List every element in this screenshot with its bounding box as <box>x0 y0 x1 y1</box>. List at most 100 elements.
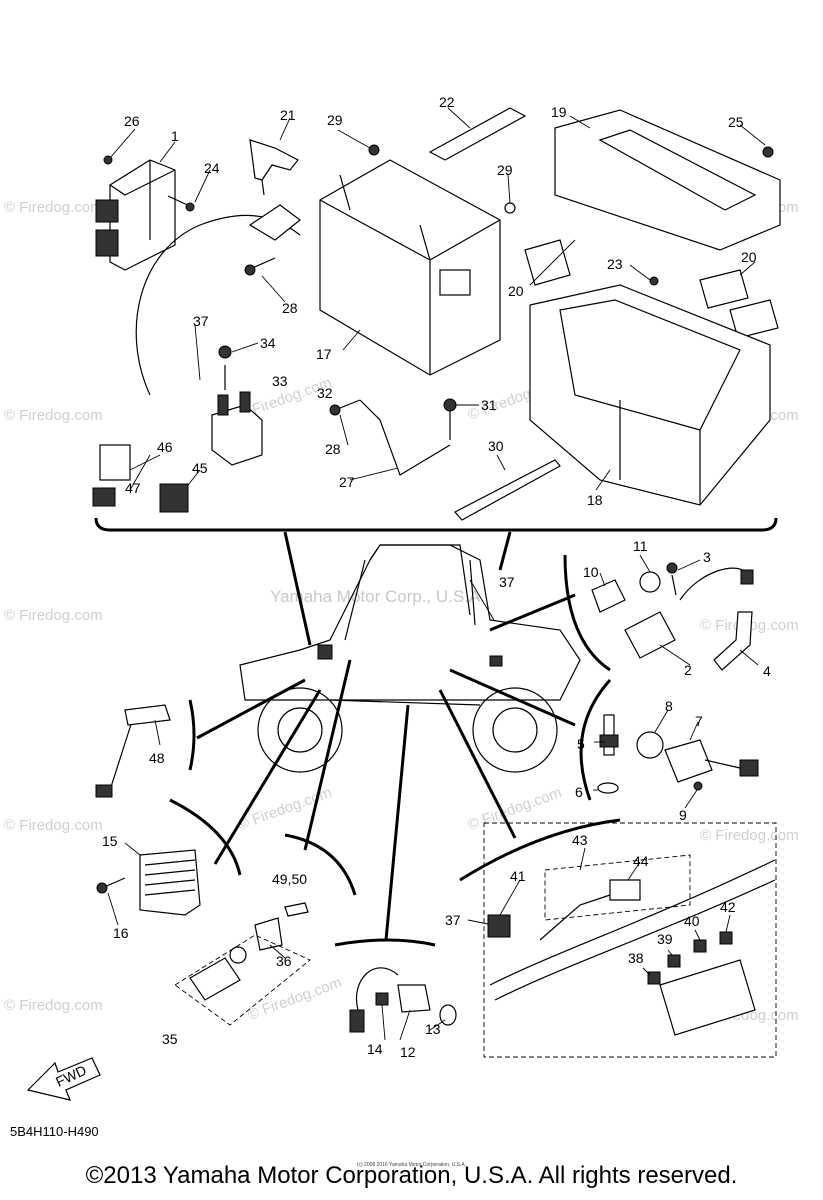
watermark: © Firedog.com <box>4 407 103 424</box>
callout-41: 41 <box>510 868 526 884</box>
speed-sensor-lead <box>355 967 399 1011</box>
callout-47: 47 <box>125 480 141 496</box>
callout-labels: 1 2 3 4 5 6 7 8 9 10 11 12 13 14 15 16 1… <box>102 94 771 1060</box>
plug-cap <box>713 611 753 671</box>
spark-plug <box>599 714 619 756</box>
callout-4: 4 <box>763 663 771 679</box>
callout-8: 8 <box>665 698 673 714</box>
callout-42: 42 <box>720 899 736 915</box>
cable-tie <box>454 459 561 521</box>
connector-44 <box>609 879 641 901</box>
cable-27 <box>359 399 451 476</box>
fuse-42 <box>719 931 733 945</box>
callout-19: 19 <box>551 104 567 120</box>
callout-28a: 28 <box>282 300 298 316</box>
upper-section-bracket <box>94 517 778 532</box>
callout-2: 2 <box>684 662 692 678</box>
fwd-arrow: FWD <box>26 1057 101 1101</box>
harness-detail-box <box>483 822 777 1058</box>
watermark: © Firedog.com <box>4 817 103 834</box>
clamp-21 <box>249 139 299 181</box>
copyright-notice: ©2013 Yamaha Motor Corporation, U.S.A. A… <box>85 1162 738 1189</box>
leader-top <box>498 531 512 571</box>
sensor-48-plug <box>95 784 113 798</box>
nut-29 <box>368 144 380 156</box>
bracket-speed <box>334 938 436 947</box>
callout-37a: 37 <box>193 313 209 329</box>
callout-13: 13 <box>425 1021 441 1037</box>
callout-5: 5 <box>577 736 585 752</box>
tiny-credit: (c) 2008 2016 Yamaha Motor Corporation, … <box>356 1162 467 1168</box>
clamp-pin <box>261 179 265 196</box>
leader-48 <box>196 678 306 740</box>
callout-29b: 29 <box>497 162 513 178</box>
callout-32: 32 <box>317 385 333 401</box>
fuse-38 <box>647 971 661 985</box>
callout-46: 46 <box>157 439 173 455</box>
callout-27: 27 <box>339 474 355 490</box>
callout-25: 25 <box>728 114 744 130</box>
sensor-48 <box>124 704 171 726</box>
bracket-ignition <box>563 554 611 672</box>
leader-10 <box>489 593 576 632</box>
battery <box>319 159 501 376</box>
pad-20 <box>699 269 749 309</box>
center-watermark: Yamaha Motor Corp., U.S.A. <box>270 587 485 606</box>
callout-15: 15 <box>102 833 118 849</box>
leader-5 <box>449 668 576 727</box>
relay-46 <box>99 444 131 481</box>
battery-box <box>529 284 771 506</box>
callout-48: 48 <box>149 750 165 766</box>
callout-33: 33 <box>272 373 288 389</box>
leader-12 <box>384 704 410 941</box>
fuse-box <box>659 959 756 1036</box>
relay-45 <box>159 483 189 513</box>
callout-20b: 20 <box>741 249 757 265</box>
callout-18: 18 <box>587 492 603 508</box>
bolt-head <box>218 345 232 359</box>
callout-39: 39 <box>657 931 673 947</box>
bracket-plug <box>579 678 612 801</box>
pad-20 <box>729 299 779 339</box>
rectifier-regulator <box>139 849 201 916</box>
harness-37 <box>494 879 776 1001</box>
callout-12: 12 <box>400 1044 416 1060</box>
ignition-coil <box>624 611 676 659</box>
bolt-head <box>96 882 108 894</box>
watermark: © Firedog.com <box>4 997 103 1014</box>
callout-17: 17 <box>316 346 332 362</box>
callout-29a: 29 <box>327 112 343 128</box>
callout-24: 24 <box>204 160 220 176</box>
callout-16: 16 <box>113 925 129 941</box>
harness-group-43 <box>544 854 691 921</box>
relay-47 <box>92 487 116 507</box>
connector <box>248 204 301 241</box>
bolt-23 <box>649 276 659 286</box>
leader-37 <box>438 689 517 839</box>
washer-6 <box>597 782 619 794</box>
relay-41 <box>487 914 511 938</box>
bracket-sensor <box>188 699 196 771</box>
callout-35: 35 <box>162 1031 178 1047</box>
callout-44: 44 <box>633 853 649 869</box>
callout-23: 23 <box>607 256 623 272</box>
sensor-7 <box>664 739 713 783</box>
callout-6: 6 <box>575 784 583 800</box>
callout-34: 34 <box>260 335 276 351</box>
callout-leaders <box>107 107 766 1041</box>
switch-bezel <box>254 917 283 951</box>
callout-37c: 37 <box>445 912 461 928</box>
callout-22: 22 <box>439 94 455 110</box>
bolt-3 <box>671 574 677 596</box>
screw-25 <box>762 146 774 158</box>
watermark: © Firedog.com <box>466 784 564 834</box>
callout-45: 45 <box>192 460 208 476</box>
speed-sensor <box>397 984 431 1013</box>
bracket-rectifier <box>169 798 242 876</box>
harness-branch <box>539 894 611 941</box>
pad-20 <box>524 239 571 286</box>
key-49-50 <box>284 902 309 917</box>
callout-38: 38 <box>628 950 644 966</box>
callout-9: 9 <box>679 807 687 823</box>
